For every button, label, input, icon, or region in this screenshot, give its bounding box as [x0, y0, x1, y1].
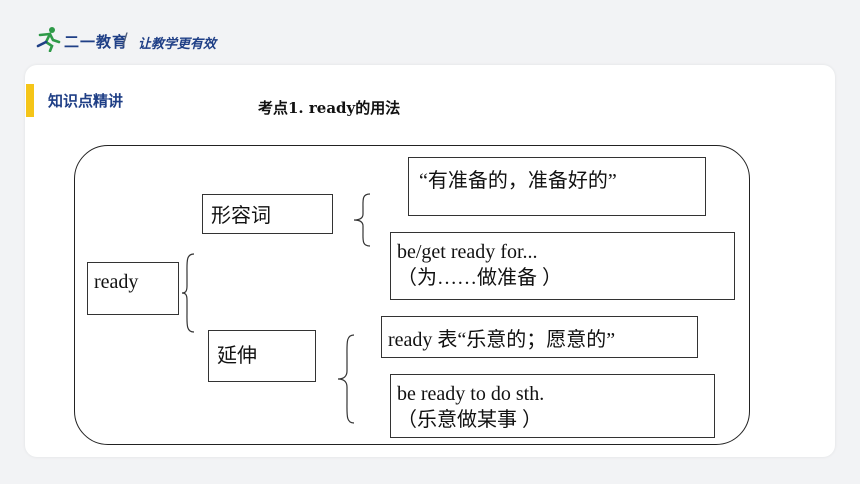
- extension-box: 延伸: [208, 330, 316, 382]
- adjective-label: 形容词: [211, 205, 271, 227]
- extension-brace-icon: [337, 334, 355, 424]
- diagram-frame: [74, 145, 750, 445]
- root-word-box: ready: [87, 262, 179, 315]
- brand-name: 二一教育: [64, 33, 129, 51]
- extension-phrase-box: be ready to do sth. （乐意做某事 ）: [390, 374, 715, 438]
- runner-logo-icon: [36, 27, 61, 52]
- adjective-meaning: “有准备的，准备好的”: [419, 170, 617, 192]
- adjective-phrase-meaning: （为……做准备 ）: [397, 267, 562, 289]
- section-title: 知识点精讲: [48, 92, 124, 110]
- point-title: 考点1. ready的用法: [258, 99, 401, 117]
- extension-phrase-meaning: （乐意做某事 ）: [397, 409, 542, 431]
- extension-meaning-box: ready 表“乐意的；愿意的”: [381, 316, 698, 358]
- adjective-phrase: be/get ready for...: [397, 241, 538, 263]
- adjective-brace-icon: [353, 193, 371, 247]
- adjective-meaning-box: “有准备的，准备好的”: [408, 157, 706, 216]
- adjective-phrase-box: be/get ready for... （为……做准备 ）: [390, 232, 735, 300]
- extension-label: 延伸: [217, 345, 257, 367]
- brand-slogan: 让教学更有效: [138, 37, 217, 52]
- root-word: ready: [94, 271, 139, 293]
- root-brace-icon: [181, 253, 195, 333]
- extension-meaning: ready 表“乐意的；愿意的”: [388, 329, 616, 351]
- section-accent-bar: [26, 84, 34, 117]
- adjective-box: 形容词: [202, 194, 333, 234]
- top-bar: 二一教育 / 让教学更有效: [0, 0, 860, 62]
- extension-phrase: be ready to do sth.: [397, 383, 545, 405]
- header-divider: /: [122, 30, 128, 50]
